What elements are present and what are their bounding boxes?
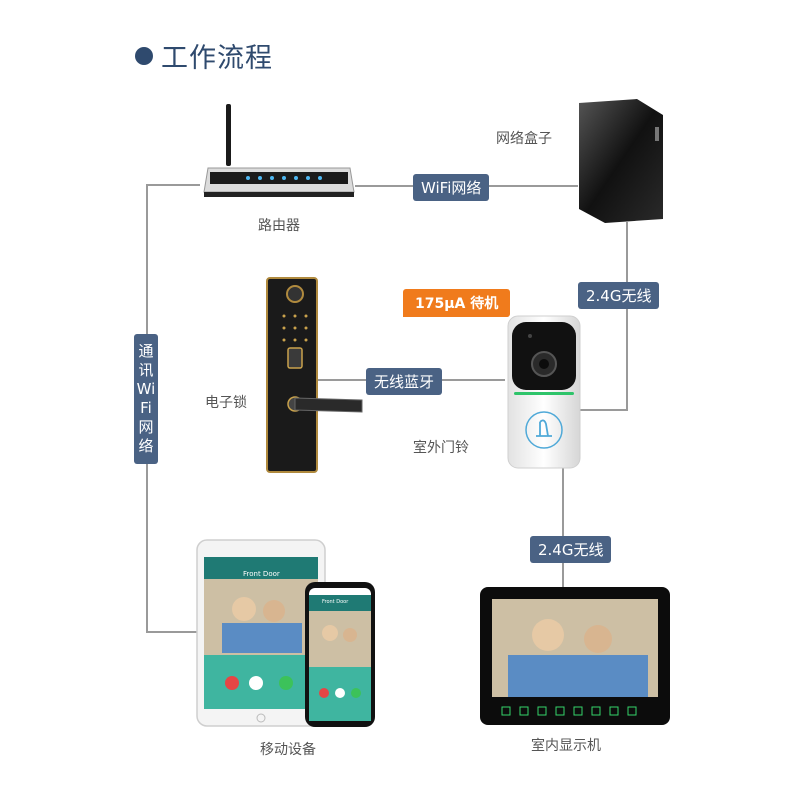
indoor-monitor-label: 室内显示机 <box>531 738 601 754</box>
section-title: 工作流程 <box>135 36 273 75</box>
mobile-devices-label: 移动设备 <box>260 742 316 758</box>
wireless-24g-tag-bottom: 2.4G无线 <box>530 536 612 563</box>
smart-lock-label: 电子锁 <box>205 395 247 411</box>
standby-badge: 175μA 待机 <box>403 289 511 317</box>
doorbell-icon <box>507 315 581 469</box>
mobile-devices-icon <box>196 539 375 727</box>
doorbell-label: 室外门铃 <box>413 440 469 456</box>
comm-wifi-tag: 通讯WiFi网络 <box>134 334 158 464</box>
smart-lock-icon <box>266 277 363 473</box>
network-box-icon <box>579 99 663 223</box>
router-label: 路由器 <box>258 218 300 234</box>
router-icon <box>203 104 355 197</box>
indoor-monitor-icon <box>480 587 670 725</box>
phone-screen-header: Front Door <box>322 599 349 605</box>
wireless-24g-tag-top: 2.4G无线 <box>578 282 660 309</box>
wifi-network-tag: WiFi网络 <box>413 174 490 201</box>
bluetooth-tag: 无线蓝牙 <box>366 368 443 395</box>
tablet-screen-header: Front Door <box>243 570 280 578</box>
title-text: 工作流程 <box>161 43 273 74</box>
network-box-label: 网络盒子 <box>496 131 552 147</box>
bullet-dot-icon <box>135 46 153 65</box>
